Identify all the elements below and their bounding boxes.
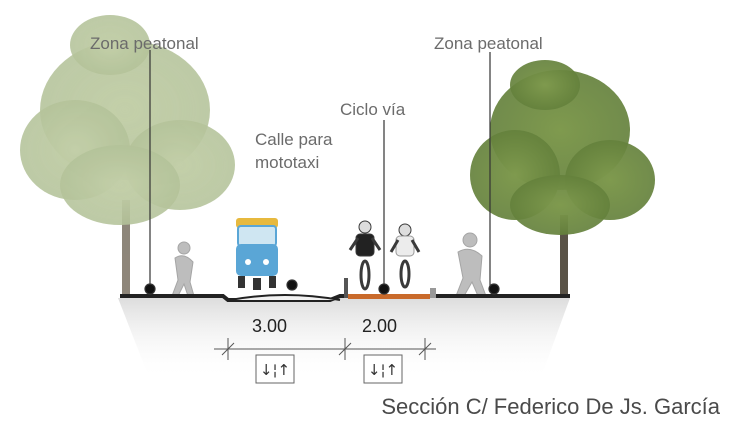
- svg-text:↓¦↑: ↓¦↑: [260, 361, 290, 379]
- dimension-line: [214, 338, 436, 360]
- direction-box-ciclo: ↓¦↑: [363, 354, 403, 384]
- label-ciclo-via: Ciclo vía: [340, 100, 406, 119]
- label-zona-peatonal-right: Zona peatonal: [434, 34, 543, 53]
- cyclist-icon-1: [348, 220, 382, 291]
- right-tree: [470, 60, 655, 298]
- section-ground-line: [120, 278, 570, 302]
- section-title: Sección C/ Federico De Js. García: [381, 394, 720, 419]
- label-leaders: [144, 50, 500, 295]
- svg-text:↓¦↑: ↓¦↑: [368, 361, 398, 379]
- cyclist-icon-2: [389, 223, 421, 289]
- label-calle-line2: mototaxi: [255, 153, 320, 172]
- left-tree: [20, 15, 235, 298]
- ground-shadow: [118, 298, 570, 380]
- label-calle-line1: Calle para: [255, 130, 333, 149]
- mototaxi-icon: [236, 218, 278, 290]
- dimension-ciclo: 2.00: [362, 316, 398, 336]
- pedestrian-right-icon: [455, 232, 487, 297]
- dimension-calle: 3.00: [252, 316, 288, 336]
- direction-box-calle: ↓¦↑: [255, 354, 295, 384]
- label-zona-peatonal-left: Zona peatonal: [90, 34, 199, 53]
- pedestrian-left-icon: [171, 241, 195, 297]
